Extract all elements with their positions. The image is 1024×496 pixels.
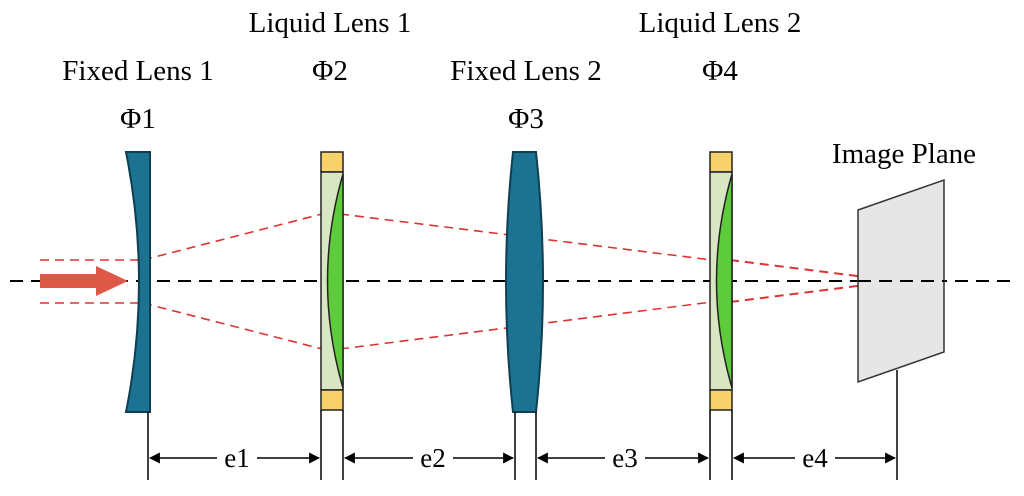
label-fixed-lens-2: Fixed Lens 2 xyxy=(450,55,601,87)
label-phi-4: Φ4 xyxy=(702,55,738,87)
label-liquid-lens-2: Liquid Lens 2 xyxy=(639,7,802,39)
distance-label-e1: e1 xyxy=(224,443,249,473)
liquid-lens-2-shape xyxy=(709,151,733,411)
incident-beam xyxy=(40,259,143,304)
incident-arrow xyxy=(40,266,128,296)
label-image-plane: Image Plane xyxy=(832,138,976,170)
distance-label-e3: e3 xyxy=(612,443,637,473)
label-fixed-lens-1: Fixed Lens 1 xyxy=(62,55,213,87)
liquid-lens-1-shape xyxy=(320,151,344,411)
fixed-lens-2-shape xyxy=(505,151,544,413)
dimension-extension-lines xyxy=(147,370,898,480)
label-phi-1: Φ1 xyxy=(120,103,156,135)
distance-label-e2: e2 xyxy=(420,443,445,473)
fixed-lens-1-shape xyxy=(124,151,151,413)
label-liquid-lens-1: Liquid Lens 1 xyxy=(249,7,412,39)
label-phi-2: Φ2 xyxy=(312,55,348,87)
label-phi-3: Φ3 xyxy=(508,103,544,135)
distance-label-e4: e4 xyxy=(802,443,828,473)
